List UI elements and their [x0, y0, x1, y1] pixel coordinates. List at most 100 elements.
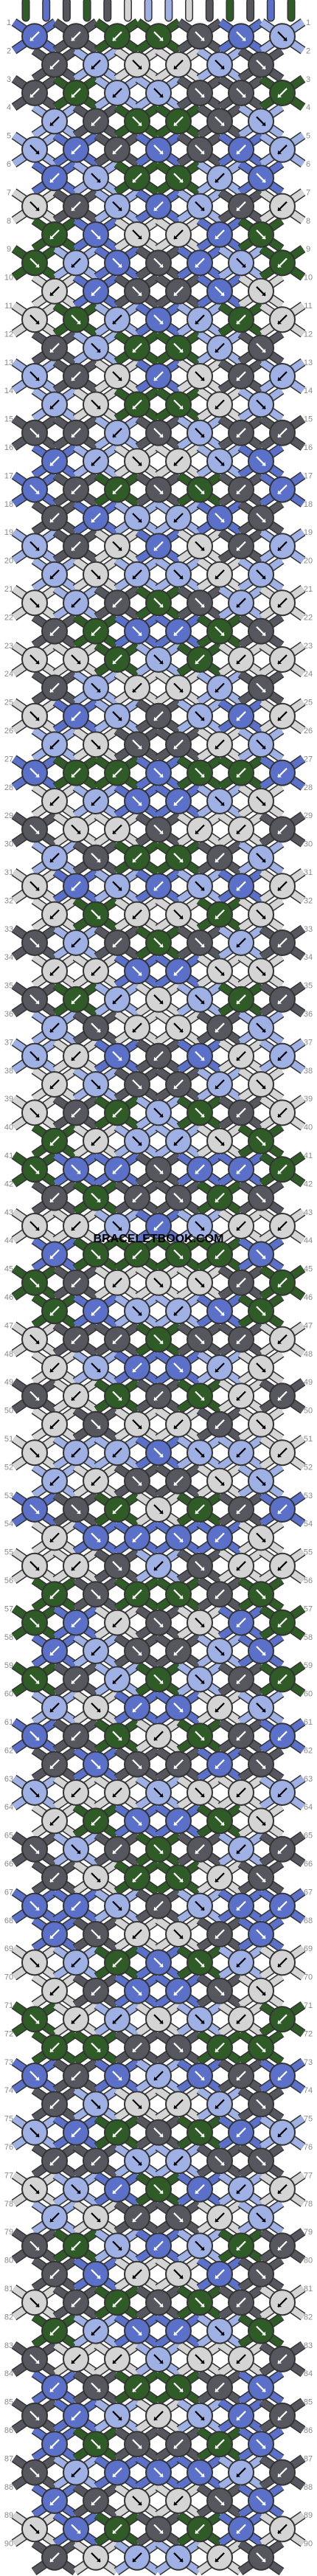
- knot[interactable]: [145, 929, 172, 956]
- knot[interactable]: [269, 759, 296, 786]
- knot[interactable]: [187, 873, 213, 900]
- knot[interactable]: [206, 1354, 233, 1381]
- knot[interactable]: [41, 221, 68, 248]
- knot[interactable]: [104, 646, 130, 673]
- knot[interactable]: [269, 2006, 296, 2033]
- knot[interactable]: [21, 1835, 48, 1863]
- knot[interactable]: [269, 2175, 296, 2203]
- knot[interactable]: [187, 23, 213, 50]
- knot[interactable]: [104, 1326, 130, 1353]
- knot[interactable]: [228, 80, 254, 106]
- knot[interactable]: [124, 165, 150, 192]
- knot[interactable]: [63, 1609, 89, 1636]
- knot[interactable]: [206, 2204, 233, 2231]
- knot[interactable]: [228, 1382, 254, 1410]
- knot[interactable]: [248, 51, 274, 78]
- knot[interactable]: [104, 1439, 130, 1467]
- knot[interactable]: [104, 2119, 130, 2146]
- knot[interactable]: [269, 363, 296, 389]
- knot[interactable]: [165, 2091, 192, 2118]
- knot[interactable]: [63, 136, 89, 163]
- knot[interactable]: [41, 561, 68, 588]
- knot[interactable]: [165, 108, 192, 135]
- knot[interactable]: [165, 561, 192, 588]
- knot[interactable]: [165, 1524, 192, 1551]
- knot[interactable]: [248, 1581, 274, 1608]
- knot[interactable]: [269, 1042, 296, 1070]
- knot[interactable]: [269, 873, 296, 900]
- knot[interactable]: [228, 1326, 254, 1353]
- knot[interactable]: [248, 1241, 274, 1268]
- knot[interactable]: [21, 23, 48, 50]
- knot[interactable]: [104, 136, 130, 163]
- knot[interactable]: [104, 1269, 130, 1296]
- knot[interactable]: [248, 1071, 274, 1098]
- knot[interactable]: [165, 277, 192, 305]
- knot[interactable]: [206, 561, 233, 588]
- knot[interactable]: [165, 617, 192, 645]
- knot[interactable]: [83, 1467, 109, 1495]
- knot[interactable]: [145, 1666, 172, 1693]
- knot[interactable]: [165, 2204, 192, 2231]
- knot[interactable]: [124, 448, 150, 475]
- knot[interactable]: [248, 901, 274, 928]
- knot[interactable]: [21, 1213, 48, 1239]
- knot[interactable]: [187, 2175, 213, 2203]
- knot[interactable]: [248, 334, 274, 361]
- knot[interactable]: [104, 1666, 130, 1693]
- knot[interactable]: [21, 2232, 48, 2260]
- knot[interactable]: [269, 702, 296, 730]
- knot[interactable]: [104, 1099, 130, 1126]
- knot[interactable]: [124, 788, 150, 814]
- knot[interactable]: [228, 249, 254, 277]
- knot[interactable]: [187, 1552, 213, 1579]
- knot[interactable]: [165, 1807, 192, 1835]
- knot[interactable]: [83, 617, 109, 645]
- knot[interactable]: [124, 1864, 150, 1891]
- knot[interactable]: [187, 193, 213, 220]
- knot[interactable]: [228, 1439, 254, 1467]
- knot[interactable]: [104, 533, 130, 560]
- knot[interactable]: [228, 533, 254, 560]
- knot[interactable]: [165, 1751, 192, 1778]
- knot[interactable]: [165, 334, 192, 361]
- knot[interactable]: [41, 1638, 68, 1664]
- knot[interactable]: [83, 1638, 109, 1664]
- knot[interactable]: [21, 986, 48, 1013]
- knot[interactable]: [228, 1213, 254, 1239]
- knot[interactable]: [41, 1694, 68, 1721]
- knot[interactable]: [83, 51, 109, 78]
- knot[interactable]: [145, 1382, 172, 1410]
- knot[interactable]: [21, 1382, 48, 1410]
- knot[interactable]: [206, 2091, 233, 2118]
- knot[interactable]: [104, 702, 130, 730]
- knot[interactable]: [124, 221, 150, 248]
- knot[interactable]: [228, 986, 254, 1013]
- knot[interactable]: [63, 1156, 89, 1183]
- knot[interactable]: [63, 2006, 89, 2033]
- knot[interactable]: [124, 1410, 150, 1438]
- knot[interactable]: [21, 193, 48, 220]
- knot[interactable]: [187, 929, 213, 956]
- knot[interactable]: [248, 1127, 274, 1154]
- knot[interactable]: [104, 363, 130, 389]
- knot[interactable]: [124, 334, 150, 361]
- knot[interactable]: [145, 702, 172, 730]
- knot[interactable]: [187, 816, 213, 843]
- knot[interactable]: [41, 2091, 68, 2118]
- knot[interactable]: [83, 561, 109, 588]
- knot[interactable]: [187, 702, 213, 730]
- knot[interactable]: [206, 1864, 233, 1891]
- knot[interactable]: [83, 448, 109, 475]
- knot[interactable]: [248, 221, 274, 248]
- knot[interactable]: [187, 363, 213, 389]
- knot[interactable]: [21, 1099, 48, 1126]
- knot[interactable]: [124, 2091, 150, 2118]
- knot[interactable]: [41, 2204, 68, 2231]
- knot[interactable]: [63, 873, 89, 900]
- knot[interactable]: [145, 1779, 172, 1806]
- knot[interactable]: [63, 1042, 89, 1070]
- knot[interactable]: [145, 589, 172, 617]
- knot[interactable]: [206, 674, 233, 702]
- knot[interactable]: [228, 1099, 254, 1126]
